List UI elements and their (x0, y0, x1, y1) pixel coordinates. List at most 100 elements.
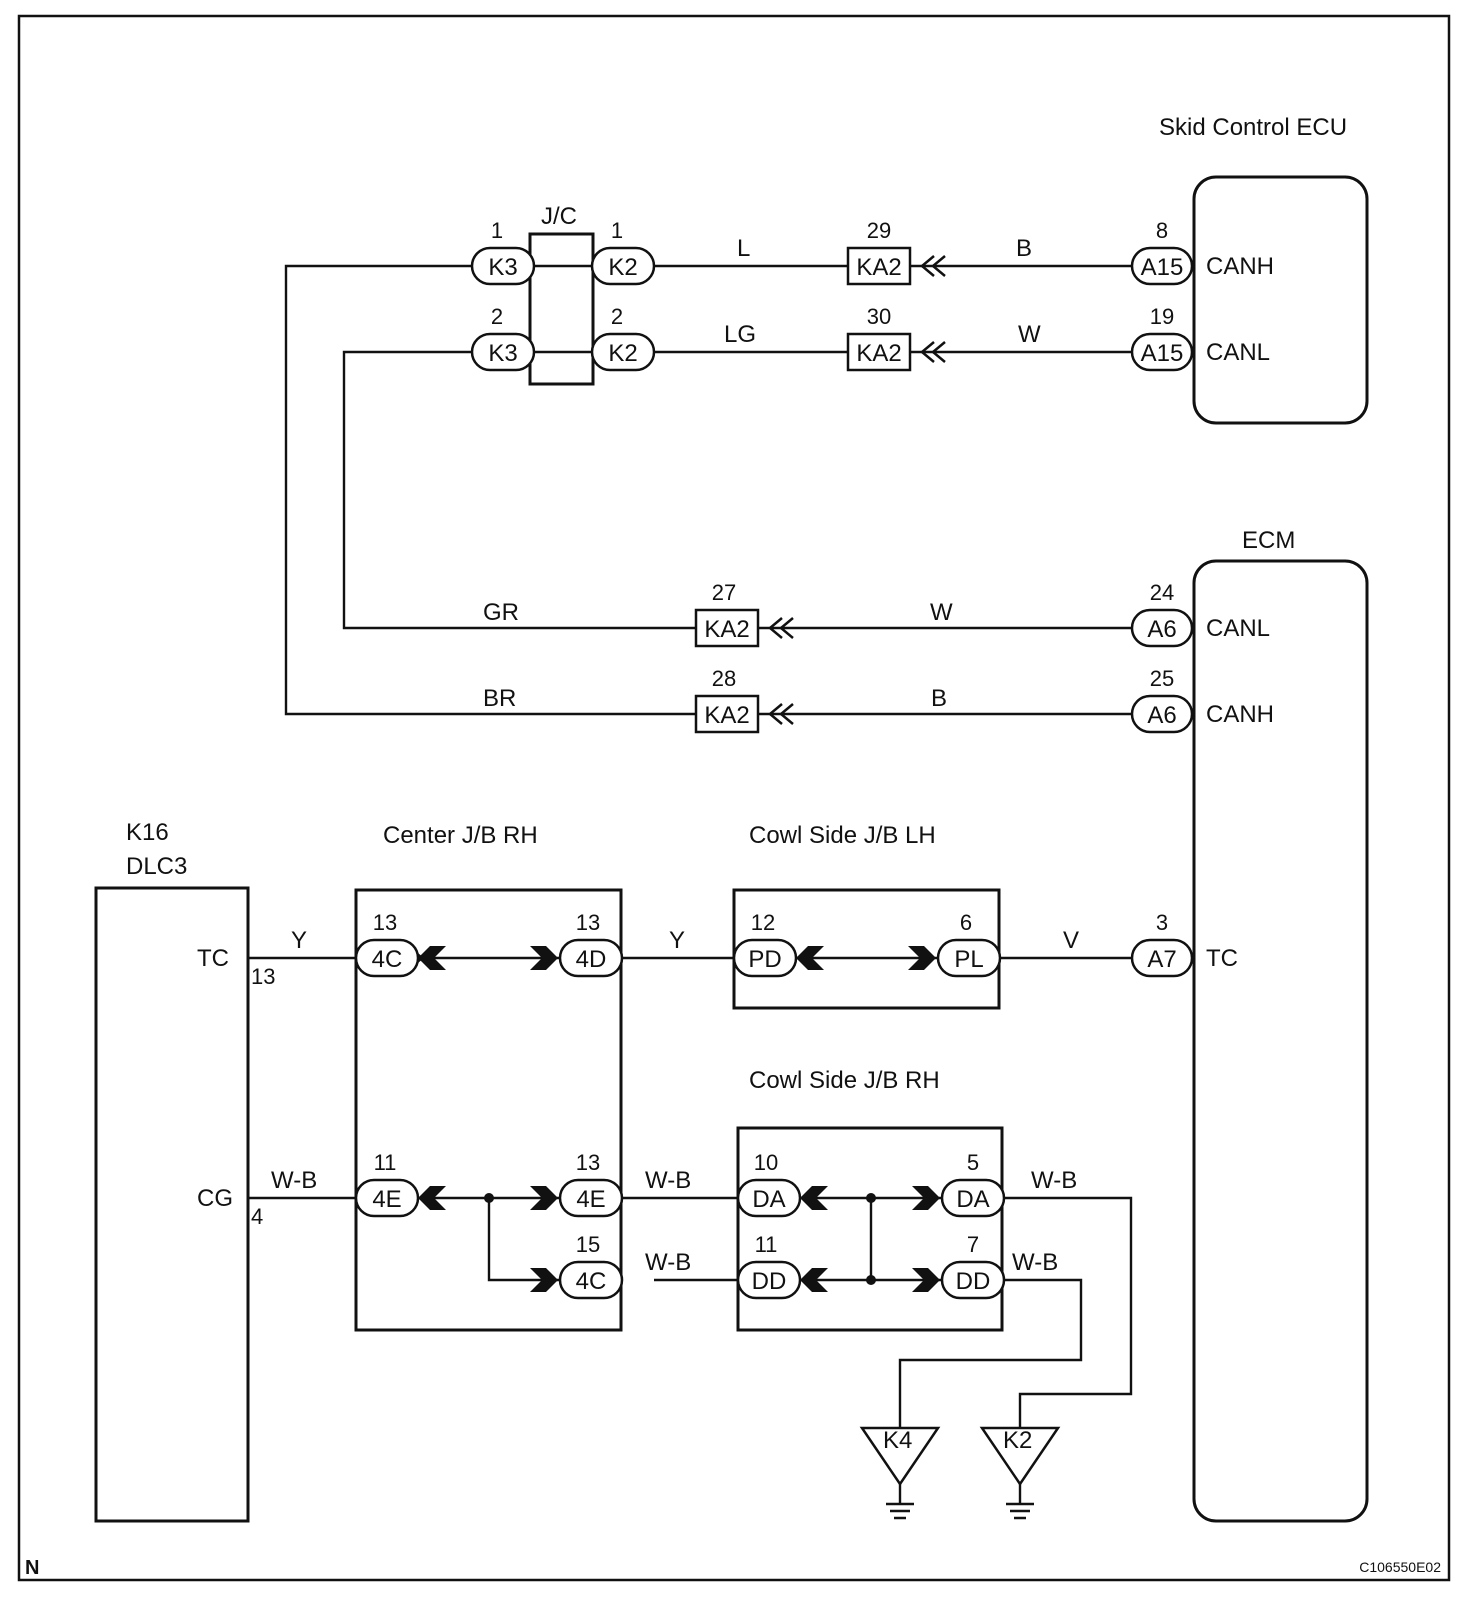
connector-a7-3: A7 3 (1130, 910, 1194, 978)
connector-k3-2: K3 2 (470, 304, 536, 372)
svg-text:7: 7 (967, 1232, 979, 1257)
svg-text:KA2: KA2 (704, 702, 749, 729)
connector-da-5: DA 5 (940, 1150, 1006, 1218)
ka2-arrows (768, 255, 946, 725)
svg-text:2: 2 (611, 304, 623, 329)
svg-text:K2: K2 (608, 340, 637, 367)
svg-text:13: 13 (576, 910, 600, 935)
svg-text:13: 13 (373, 910, 397, 935)
svg-text:11: 11 (755, 1232, 778, 1257)
wire-color-label: LG (724, 321, 756, 348)
skid-pin-canl: CANL (1206, 339, 1270, 366)
svg-text:2: 2 (491, 304, 503, 329)
connector-dd-11: DD 11 (736, 1232, 802, 1300)
wire-color-label: V (1063, 927, 1079, 954)
svg-text:4E: 4E (372, 1186, 401, 1213)
svg-text:29: 29 (867, 218, 891, 243)
wires (248, 264, 1133, 1504)
dlc3-pin-tc: TC (197, 945, 229, 972)
wire-color-label: W-B (645, 1249, 691, 1276)
ground-k2: K2 (979, 1426, 1061, 1520)
svg-text:PL: PL (954, 946, 983, 973)
junction-dot (866, 1193, 876, 1203)
orientation-mark: N (25, 1557, 39, 1579)
svg-text:KA2: KA2 (856, 340, 901, 367)
center-jb-title: Center J/B RH (383, 822, 538, 849)
dlc3-line1: K16 (126, 819, 169, 846)
connector-pl-6: PL 6 (936, 910, 1002, 978)
svg-text:8: 8 (1156, 218, 1168, 243)
ecm-pin-tc: TC (1206, 945, 1238, 972)
svg-text:K3: K3 (488, 340, 517, 367)
connector-k2-1: K2 1 (590, 218, 656, 286)
svg-text:A15: A15 (1141, 340, 1184, 367)
jc-box (528, 232, 595, 386)
svg-text:K2: K2 (608, 254, 637, 281)
connector-4d-13: 4D 13 (558, 910, 624, 978)
wire-color-label: Y (291, 927, 307, 954)
connector-dd-7: DD 7 (940, 1232, 1006, 1300)
wire-color-label: W-B (645, 1167, 691, 1194)
ground-k4-label: K4 (883, 1427, 912, 1454)
junction-dot (866, 1275, 876, 1285)
svg-text:6: 6 (960, 910, 972, 935)
svg-text:4D: 4D (576, 946, 607, 973)
cowl-rh-box (736, 1126, 1004, 1332)
junction-dot (484, 1193, 494, 1203)
connector-4c-13: 4C 13 (354, 910, 420, 978)
svg-text:A6: A6 (1147, 702, 1176, 729)
svg-text:24: 24 (1150, 580, 1174, 605)
cowl-rh-title: Cowl Side J/B RH (749, 1067, 940, 1094)
svg-text:4C: 4C (576, 1268, 607, 1295)
wire-color-label: B (1016, 235, 1032, 262)
connector-4c-15: 4C 15 (558, 1232, 624, 1300)
svg-text:3: 3 (1156, 910, 1168, 935)
ecm-box (1192, 559, 1369, 1523)
dlc3-pin-cg: CG (197, 1185, 233, 1212)
chevron-set (418, 946, 940, 1292)
wire-ground-k4 (898, 1278, 1083, 1428)
svg-text:KA2: KA2 (704, 616, 749, 643)
wire-color-label: W-B (1031, 1167, 1077, 1194)
wire-color-label: W (930, 599, 953, 626)
wire-color-label: B (931, 685, 947, 712)
figure-id: C106550E02 (1359, 1559, 1441, 1575)
connector-pd-12: PD 12 (732, 910, 798, 978)
wire-color-label: GR (483, 599, 519, 626)
wire-color-label: W (1018, 321, 1041, 348)
ecm-pin-canl: CANL (1206, 615, 1270, 642)
jc-title: J/C (541, 203, 577, 230)
connector-4e-11: 4E 11 (354, 1150, 420, 1218)
svg-text:4E: 4E (576, 1186, 605, 1213)
connector-k3-1: K3 1 (470, 218, 536, 286)
connector-a15-8: A15 8 (1130, 218, 1194, 286)
dlc3-line2: DLC3 (126, 853, 187, 880)
svg-text:A7: A7 (1147, 946, 1176, 973)
wire-color-label: BR (483, 685, 516, 712)
wire-ground-k2 (1004, 1196, 1133, 1428)
connector-da-10: DA 10 (736, 1150, 802, 1218)
svg-text:25: 25 (1150, 666, 1174, 691)
center-jb-box (354, 888, 623, 1332)
svg-text:A15: A15 (1141, 254, 1184, 281)
connector-ka2-28: KA2 28 (694, 666, 760, 734)
svg-text:DA: DA (956, 1186, 989, 1213)
dlc3-pin-13: 13 (251, 964, 275, 989)
ground-k2-label: K2 (1003, 1427, 1032, 1454)
svg-text:12: 12 (751, 910, 775, 935)
svg-text:1: 1 (491, 218, 503, 243)
svg-text:11: 11 (374, 1150, 397, 1175)
dlc3-box (94, 886, 250, 1523)
svg-text:4C: 4C (372, 946, 403, 973)
connector-4e-13: 4E 13 (558, 1150, 624, 1218)
ground-k4: K4 (859, 1426, 941, 1520)
connector-ka2-27: KA2 27 (694, 580, 760, 648)
svg-text:K3: K3 (488, 254, 517, 281)
ecm-title: ECM (1242, 527, 1295, 554)
ecm-pin-canh: CANH (1206, 701, 1274, 728)
wire-color-label: L (737, 235, 750, 262)
svg-text:DA: DA (752, 1186, 785, 1213)
wire-color-label: W-B (271, 1167, 317, 1194)
svg-text:5: 5 (967, 1150, 979, 1175)
wire-color-label: Y (669, 927, 685, 954)
